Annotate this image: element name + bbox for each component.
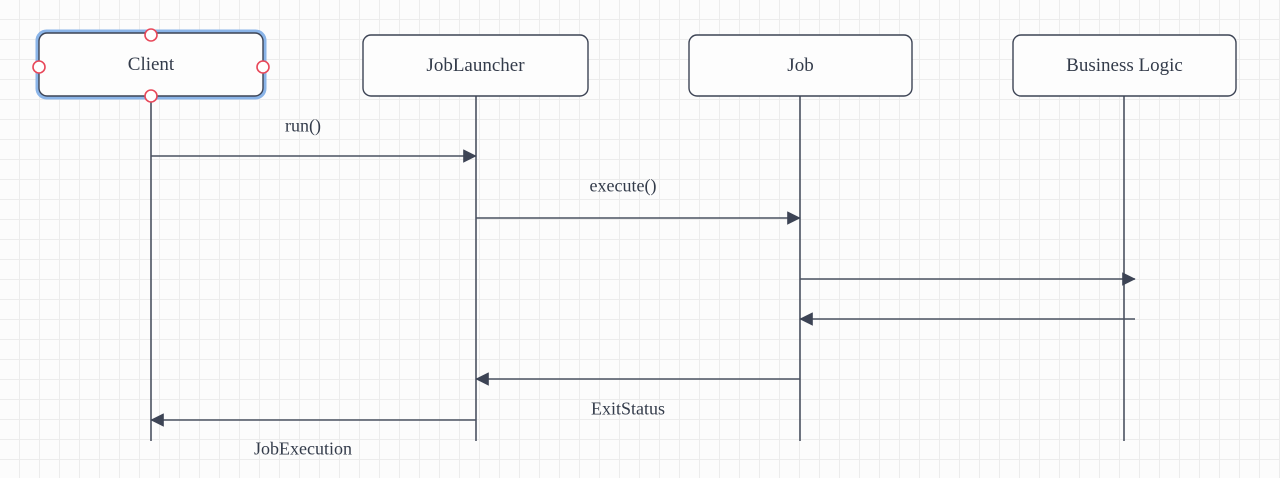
connection-handle-right[interactable] [256, 60, 270, 74]
participant-box-joblauncher[interactable] [362, 34, 589, 97]
connection-handle-top[interactable] [144, 28, 158, 42]
participant-box-job[interactable] [688, 34, 913, 97]
connection-handle-bottom[interactable] [144, 89, 158, 103]
lifelines-layer [150, 96, 1125, 441]
participant-boxes-layer [35, 29, 1237, 100]
participant-box-client[interactable] [38, 32, 264, 97]
selection-handles-layer [32, 28, 270, 103]
messages-layer [150, 149, 1136, 427]
connection-handle-left[interactable] [32, 60, 46, 74]
participant-box-businesslogic[interactable] [1012, 34, 1237, 97]
